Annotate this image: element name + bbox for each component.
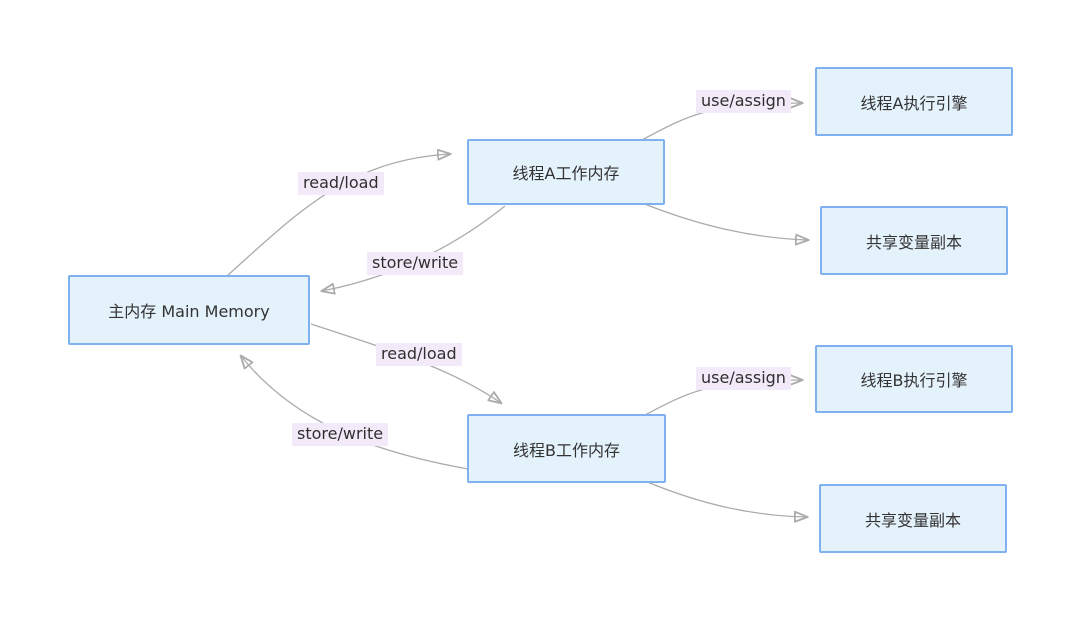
node-thread-b-working-memory-label: 线程B工作内存	[513, 440, 620, 460]
node-thread-b-execution-engine-label: 线程B执行引擎	[860, 371, 968, 390]
node-thread-a-working-memory: 线程A工作内存	[467, 139, 665, 205]
edge-thread-a-to-shared-copy	[641, 202, 808, 240]
edge-label-use-assign-b: use/assign	[696, 367, 791, 390]
node-thread-b-shared-variable-copy: 共享变量副本	[819, 484, 1007, 553]
edge-label-store-write-a: store/write	[367, 252, 464, 275]
node-thread-a-shared-variable-copy: 共享变量副本	[820, 206, 1008, 275]
node-thread-a-execution-engine: 线程A执行引擎	[815, 67, 1013, 136]
edge-label-read-load-b: read/load	[376, 343, 462, 366]
edge-thread-b-to-main-store-write	[241, 356, 469, 470]
edge-label-use-assign-a: use/assign	[696, 90, 791, 113]
edge-thread-a-to-main-store-write	[322, 205, 506, 291]
edge-label-read-load-a: read/load	[298, 172, 384, 195]
node-main-memory: 主内存 Main Memory	[68, 275, 310, 345]
node-thread-a-shared-variable-copy-label: 共享变量副本	[865, 232, 962, 252]
node-thread-a-execution-engine-label: 线程A执行引擎	[860, 93, 968, 113]
edge-thread-b-to-shared-copy	[644, 480, 807, 517]
node-thread-b-execution-engine: 线程B执行引擎	[815, 345, 1013, 413]
edge-label-store-write-b: store/write	[292, 423, 389, 446]
node-thread-b-shared-variable-copy-label: 共享变量副本	[864, 510, 961, 530]
node-thread-b-working-memory: 线程B工作内存	[467, 414, 666, 483]
node-thread-a-working-memory-label: 线程A工作内存	[512, 164, 620, 183]
node-main-memory-label: 主内存 Main Memory	[108, 302, 270, 321]
